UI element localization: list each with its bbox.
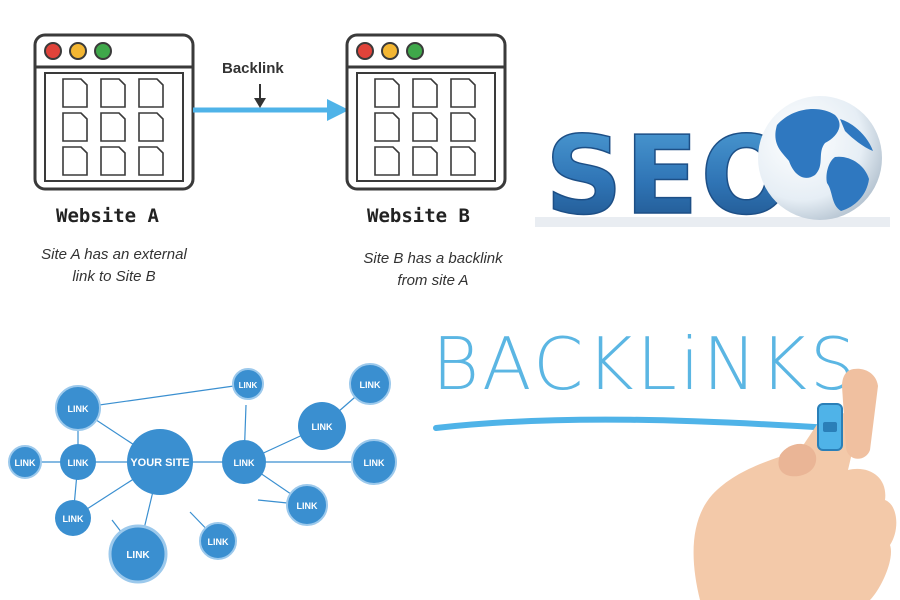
backlinks-heading: BACKLiNKS: [432, 322, 859, 406]
link-node-label: LINK: [239, 381, 258, 390]
website-a-caption: Site A has an external link to Site B: [14, 244, 214, 288]
link-node-label: LINK: [68, 404, 89, 414]
link-node-label: LINK: [297, 501, 318, 511]
website-a-window-icon: [33, 33, 195, 191]
link-node-label: LINK: [208, 537, 229, 547]
website-b-window-icon: [345, 33, 507, 191]
website-b-caption-line1: Site B has a backlink: [363, 250, 503, 267]
globe-icon: [758, 96, 882, 220]
link-node: [349, 363, 391, 405]
link-node: [298, 402, 346, 450]
backlink-arrow-label: Backlink: [222, 60, 284, 77]
website-a-title: Website A: [56, 205, 159, 227]
link-node: [199, 522, 237, 560]
link-node: [108, 524, 168, 584]
website-a-caption-line1: Site A has an external: [41, 246, 187, 263]
seo-logo-text: SEO: [545, 114, 794, 230]
backlink-arrow: [193, 84, 349, 121]
hand-icon: [693, 368, 897, 600]
link-node: [222, 440, 266, 484]
website-a-caption-line2: link to Site B: [72, 268, 156, 285]
your-site-node: [127, 429, 193, 495]
link-node-label: LINK: [234, 458, 255, 468]
link-node-label: LINK: [68, 458, 89, 468]
link-node: [286, 484, 328, 526]
website-b-title: Website B: [367, 205, 470, 227]
seo-logo: SEO: [535, 96, 890, 230]
website-b-caption: Site B has a backlink from site A: [333, 248, 533, 292]
link-node: [8, 445, 42, 479]
link-node: [232, 368, 264, 400]
link-network-diagram: YOUR SITE LINK LINK LINK LINK LINK LINK …: [8, 363, 397, 584]
link-node-label: LINK: [126, 550, 150, 561]
website-b-caption-line2: from site A: [397, 272, 469, 289]
link-node-label: LINK: [15, 458, 36, 468]
link-node-label: LINK: [364, 458, 385, 468]
hand-with-marker-illustration: [433, 368, 897, 600]
link-node-label: LINK: [63, 514, 84, 524]
link-node: [55, 385, 101, 431]
marker-pen-icon: [817, 403, 843, 451]
link-node: [351, 439, 397, 485]
your-site-label: YOUR SITE: [130, 457, 189, 469]
link-node-label: LINK: [312, 422, 333, 432]
link-node-label: LINK: [360, 380, 381, 390]
link-node: [60, 444, 96, 480]
link-node: [55, 500, 91, 536]
